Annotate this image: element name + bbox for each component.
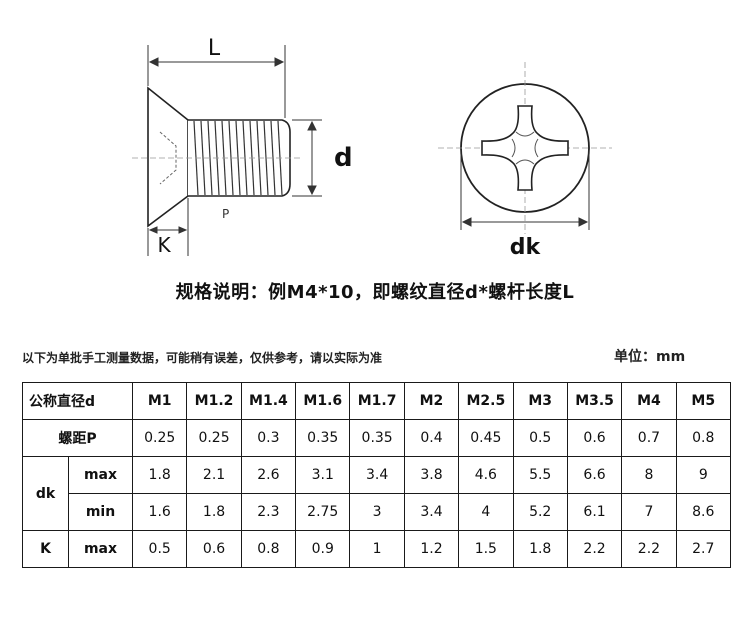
head-height-label: K	[157, 233, 171, 257]
size-cell: M1	[131, 382, 188, 420]
size-cell: M1.2	[186, 382, 242, 420]
dk-min-cell: 7	[621, 493, 677, 531]
pitch-cell: 0.4	[403, 419, 460, 457]
dk-min-label-cell: min	[68, 493, 133, 531]
dk-min-cell: 2.75	[295, 493, 351, 531]
unit-label: 单位：mm	[614, 349, 686, 365]
k-max-cell: 1.5	[458, 530, 514, 568]
dk-min-cell: 3	[349, 493, 405, 531]
k-max-cell: 2.2	[621, 530, 677, 568]
k-max-cell: 0.8	[240, 530, 297, 568]
pitch-header-cell: 螺距P	[22, 419, 133, 457]
size-cell: M5	[675, 382, 731, 420]
thread-line	[263, 120, 269, 196]
k-max-cell: 0.9	[295, 530, 351, 568]
pitch-cell: 0.5	[512, 419, 568, 457]
head-height-dimension	[147, 198, 189, 256]
thread-line	[235, 120, 241, 196]
dk-max-cell: 6.6	[566, 456, 623, 494]
dk-min-cell: 5.2	[512, 493, 568, 531]
technical-drawing: L d P K dk	[132, 36, 612, 260]
head-recess-lines	[159, 131, 177, 185]
dk-max-cell: 5.5	[512, 456, 568, 494]
pitch-label: P	[222, 207, 229, 221]
size-cell: M2	[403, 382, 460, 420]
dk-header-cell: dk	[22, 456, 69, 531]
head-diameter-label: dk	[510, 235, 542, 260]
diameter-dimension	[292, 119, 322, 197]
dk-max-cell: 4.6	[458, 456, 514, 494]
pitch-cell: 0.35	[295, 419, 351, 457]
measurement-note: 以下为单批手工测量数据，可能稍有误差，仅供参考，请以实际为准	[22, 351, 383, 365]
dk-max-cell: 9	[675, 456, 731, 494]
pitch-cell: 0.25	[131, 419, 188, 457]
size-cell: M3.5	[566, 382, 623, 420]
pitch-cell: 0.7	[621, 419, 677, 457]
size-cell: M1.4	[240, 382, 297, 420]
pitch-cell: 0.35	[349, 419, 405, 457]
k-max-cell: 2.7	[675, 530, 731, 568]
dk-min-cell: 3.4	[403, 493, 460, 531]
k-max-cell: 0.6	[186, 530, 242, 568]
dk-max-cell: 8	[621, 456, 677, 494]
thread-line	[200, 120, 206, 196]
dk-min-cell: 1.6	[131, 493, 188, 531]
dk-min-cell: 8.6	[675, 493, 731, 531]
dk-max-cell: 3.1	[295, 456, 351, 494]
size-cell: M3	[512, 382, 568, 420]
pitch-cell: 0.3	[240, 419, 297, 457]
screw-side-view	[147, 86, 291, 228]
size-header-cell: 公称直径d	[22, 382, 133, 420]
dk-max-cell: 3.8	[403, 456, 460, 494]
size-cell: M4	[621, 382, 677, 420]
dk-max-cell: 2.6	[240, 456, 297, 494]
size-cell: M1.6	[295, 382, 351, 420]
k-header-cell: K	[22, 530, 69, 568]
pitch-cell: 0.45	[458, 419, 514, 457]
k-max-cell: 1.8	[512, 530, 568, 568]
pitch-cell: 0.6	[566, 419, 623, 457]
head-diameter-dimension	[460, 150, 590, 230]
k-max-cell: 1.2	[403, 530, 460, 568]
dk-max-cell: 3.4	[349, 456, 405, 494]
pitch-cell: 0.8	[675, 419, 731, 457]
size-cell: M1.7	[349, 382, 405, 420]
dk-min-cell: 6.1	[566, 493, 623, 531]
length-dimension	[147, 45, 286, 118]
diameter-label: d	[334, 143, 353, 173]
dk-min-cell: 4	[458, 493, 514, 531]
k-max-cell: 0.5	[131, 530, 188, 568]
spec-caption: 规格说明：例M4*10，即螺纹直径d*螺杆长度L	[175, 282, 575, 303]
dk-min-cell: 2.3	[240, 493, 297, 531]
dk-min-cell: 1.8	[186, 493, 242, 531]
k-max-cell: 1	[349, 530, 405, 568]
length-label: L	[208, 36, 221, 61]
k-max-label-cell: max	[68, 530, 133, 568]
k-max-cell: 2.2	[566, 530, 623, 568]
pitch-cell: 0.25	[186, 419, 242, 457]
dk-max-cell: 2.1	[186, 456, 242, 494]
size-cell: M2.5	[458, 382, 514, 420]
dk-max-cell: 1.8	[131, 456, 188, 494]
dk-max-label-cell: max	[68, 456, 133, 494]
screw-top-view	[438, 62, 612, 234]
